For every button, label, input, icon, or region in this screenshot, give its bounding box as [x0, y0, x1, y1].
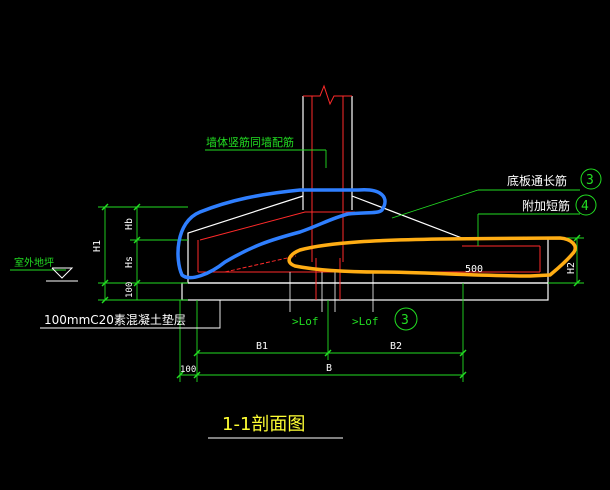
dim-100-left-label: 100: [125, 282, 135, 298]
highlight-orange-stroke: [287, 236, 577, 278]
dim-hb-label: Hb: [124, 218, 135, 230]
cushion-label: 100mmC20素混凝土垫层: [44, 312, 186, 327]
dim-b-label: B: [326, 363, 332, 374]
break-line-icon: [303, 84, 352, 106]
lof-number: 3: [401, 313, 409, 328]
dim-100-bottom-label: 100: [180, 365, 196, 375]
ground-symbol-icon: [46, 267, 78, 282]
drawing-title: 1-1剖面图: [222, 414, 305, 435]
lof-markers: [289, 272, 374, 312]
wall-inner-rebar: [303, 84, 352, 262]
wall-rebar-label: 墙体竖筋同墙配筋: [206, 135, 294, 149]
circle-marker-3-bottom: [394, 307, 418, 331]
cushion-leader: [40, 300, 221, 329]
bottom-long-rebar-label: 底板通长筋: [507, 173, 567, 188]
lof-right-label: >Lof: [352, 315, 379, 328]
rebar-number-circles: [394, 168, 602, 331]
dim-500-label: 500: [465, 264, 483, 275]
circle-marker-4: [575, 194, 597, 216]
dimension-ticks: [101, 203, 581, 379]
dim-h2-label: H2: [566, 262, 577, 274]
bottom-long-rebar-number: 3: [586, 173, 594, 188]
lof-left-label: >Lof: [292, 315, 319, 328]
outdoor-floor-label: 室外地坪: [14, 256, 54, 269]
extra-short-rebar-label: 附加短筋: [522, 198, 570, 213]
dim-b1-label: B1: [256, 341, 268, 352]
footing-outline: [181, 195, 549, 301]
circle-marker-3-top: [580, 168, 602, 190]
dim-h1-label: H1: [92, 240, 103, 252]
leader-lines: [10, 149, 580, 271]
extra-short-rebar-number: 4: [581, 199, 589, 214]
dim-hs-label: Hs: [124, 256, 135, 268]
dim-b2-label: B2: [390, 341, 402, 352]
highlight-blue-stroke: [176, 188, 387, 280]
